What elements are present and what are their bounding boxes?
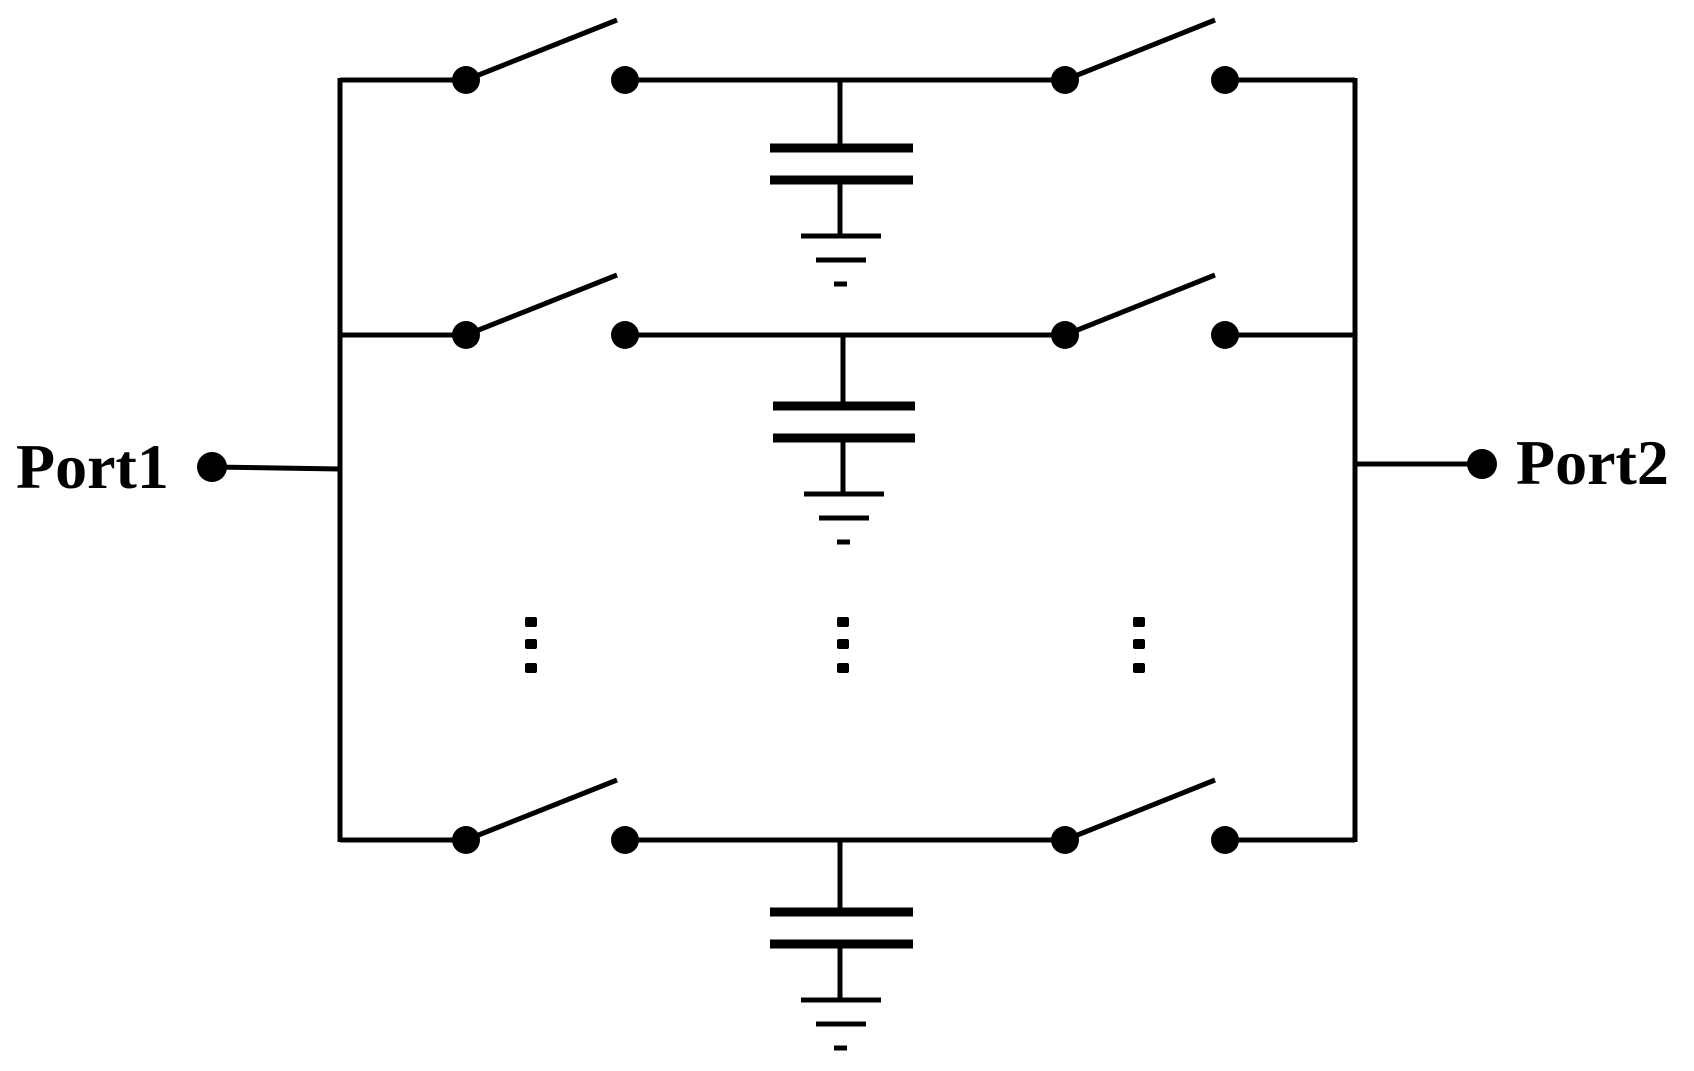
switch-blade xyxy=(465,777,618,843)
port1-wire xyxy=(211,464,341,472)
port2-terminal[interactable] xyxy=(1467,449,1497,479)
switch-terminal xyxy=(452,321,480,349)
switch-terminal xyxy=(1051,826,1079,854)
branch-1-terminals xyxy=(452,66,1239,94)
branch-2-terminals xyxy=(452,321,1239,349)
switch-blade xyxy=(465,272,618,338)
switch-terminal xyxy=(611,66,639,94)
vertical-ellipsis-center xyxy=(837,617,849,673)
switch-blade xyxy=(465,17,618,83)
branch-n xyxy=(340,777,1355,1051)
branch-2 xyxy=(340,272,1355,545)
port1-label: Port1 xyxy=(16,431,169,502)
switch-terminal xyxy=(1051,66,1079,94)
continuation-marks xyxy=(525,617,1145,673)
vertical-ellipsis-right xyxy=(1133,617,1145,673)
switch-terminal xyxy=(452,66,480,94)
port1-terminal[interactable] xyxy=(197,452,227,482)
switch-terminal xyxy=(1211,66,1239,94)
switch-terminal xyxy=(1051,321,1079,349)
switch-blade xyxy=(1064,272,1216,338)
switch-terminal xyxy=(611,321,639,349)
switch-terminal xyxy=(611,826,639,854)
switch-blade xyxy=(1064,17,1216,83)
vertical-ellipsis-left xyxy=(525,617,537,673)
branch-n-terminals xyxy=(452,826,1239,854)
port2-label: Port2 xyxy=(1516,427,1669,498)
switch-terminal xyxy=(1211,826,1239,854)
branch-1 xyxy=(340,17,1355,287)
switch-terminal xyxy=(1211,321,1239,349)
switch-blade xyxy=(1064,777,1216,843)
switch-terminal xyxy=(452,826,480,854)
